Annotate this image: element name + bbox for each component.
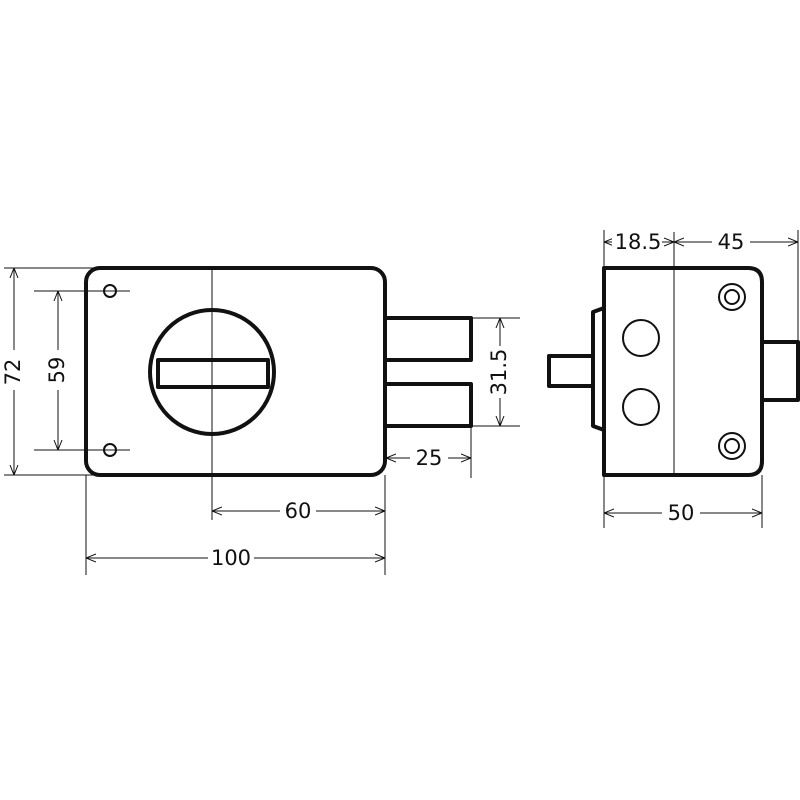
label-mask xyxy=(662,501,700,525)
lower-bolt xyxy=(383,382,473,428)
side-dimensions: 18.5 45 50 xyxy=(603,230,799,528)
front-dimensions: 72 59 31.5 25 60 100 xyxy=(1,267,520,575)
label-mask xyxy=(612,230,662,254)
cylinder-slot xyxy=(156,358,270,389)
label-mask xyxy=(712,230,750,254)
dimension-label-72: 72 xyxy=(1,359,25,386)
dimension-label-50: 50 xyxy=(668,501,695,525)
dimension-label-18-5: 18.5 xyxy=(615,230,662,254)
dimension-label-31-5: 31.5 xyxy=(487,349,511,396)
dimension-label-60: 60 xyxy=(285,499,312,523)
label-mask xyxy=(487,346,513,398)
label-mask xyxy=(280,499,316,523)
cylinder-hole-bottom xyxy=(622,388,660,426)
label-mask xyxy=(208,546,254,570)
dimension-label-45: 45 xyxy=(718,230,745,254)
label-mask xyxy=(410,446,448,470)
knob-stem xyxy=(547,354,601,388)
upper-bolt xyxy=(383,316,473,362)
front-view xyxy=(84,266,473,520)
dimension-label-25: 25 xyxy=(416,446,443,470)
dimension-label-100: 100 xyxy=(211,546,251,570)
cylinder-hole-top xyxy=(622,319,660,357)
label-mask xyxy=(2,350,28,390)
label-mask xyxy=(45,350,71,390)
screw-inner-bottom xyxy=(724,438,740,454)
side-bolt xyxy=(760,340,800,402)
dimension-label-59: 59 xyxy=(45,357,69,384)
screw-inner-top xyxy=(724,289,740,305)
side-view xyxy=(547,232,800,477)
